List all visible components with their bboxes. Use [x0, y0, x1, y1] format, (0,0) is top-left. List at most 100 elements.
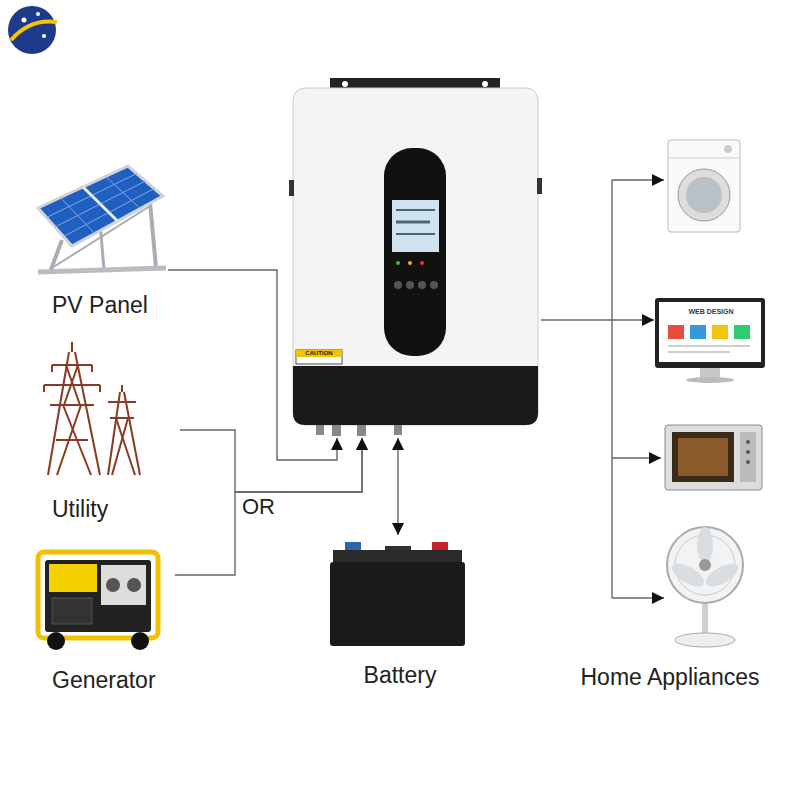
hybrid-inverter-part: [392, 200, 439, 252]
electric-fan-part: [697, 527, 713, 563]
electric-fan: [667, 527, 743, 647]
solar-panel: [38, 166, 166, 272]
power-tower-part: [64, 365, 78, 405]
electric-fan-part: [699, 559, 711, 571]
generator-part: [45, 560, 151, 632]
appliance-wiring-part: [611, 180, 612, 598]
utility-node: Utility: [30, 336, 180, 524]
power-tower-part: [112, 418, 128, 475]
component-label: Utility: [52, 496, 108, 522]
monitor-part: [655, 298, 765, 368]
or-label: OR: [242, 494, 275, 519]
power-connector: [541, 319, 654, 320]
power-tower-part: [110, 417, 134, 419]
monitor: [655, 298, 765, 383]
hybrid-inverter-part: [332, 425, 341, 436]
monitor-part: [734, 325, 750, 339]
microwave-part: [746, 440, 750, 444]
hybrid-inverter-part: [396, 261, 400, 265]
hybrid-inverter-part: [293, 366, 538, 425]
washing-machine-part: [686, 177, 722, 213]
battery-part: [330, 562, 465, 646]
generator-part: [52, 598, 92, 624]
power-connector: [397, 438, 398, 535]
power-tower-part: [108, 392, 120, 475]
hybrid-inverter: [289, 78, 542, 436]
hybrid-inverter-part: [406, 281, 414, 289]
hybrid-inverter-part: [342, 81, 348, 87]
microwave-part: [665, 425, 762, 490]
microwave-part: [746, 460, 750, 464]
battery-part: [333, 550, 462, 564]
solar-panel-part: [55, 181, 146, 227]
microwave-part: [672, 432, 734, 482]
power-tower-part: [108, 401, 136, 403]
hybrid-inverter-part: [289, 180, 294, 196]
power-connector: [168, 270, 337, 460]
brand-logo-part: [11, 21, 57, 40]
hybrid-inverter-part: [316, 425, 324, 435]
battery-node: Battery: [322, 535, 478, 690]
power-tower-part: [56, 439, 88, 441]
monitor-part: [686, 377, 734, 383]
hybrid-inverter-part: [394, 425, 402, 435]
caution-label: CAUTION: [296, 350, 342, 357]
screen-text: WEB DESIGN: [688, 308, 733, 316]
power-tower-part: [50, 404, 94, 406]
hybrid-inverter-part: [482, 81, 488, 87]
generator-part: [106, 578, 120, 592]
monitor-part: [668, 351, 730, 353]
appliance-wiring: [612, 180, 664, 598]
power-tower-part: [52, 364, 92, 366]
microwave-part: [746, 450, 750, 454]
solar-panel-part: [150, 202, 156, 268]
microwave-part: [678, 438, 728, 476]
hybrid-inverter-part: [408, 261, 412, 265]
hybrid-inverter-part: [537, 178, 542, 194]
hybrid-inverter-part: [357, 425, 366, 436]
hybrid-inverter-part: [384, 148, 446, 356]
generator-part: [38, 552, 158, 638]
brand-logo: [8, 6, 57, 54]
monitor-part: [668, 345, 750, 347]
appliance-wiring-part: [612, 179, 664, 180]
power-tower-part: [99, 385, 101, 392]
power-tower-part: [71, 342, 73, 352]
hybrid-inverter-part: [396, 209, 435, 211]
power-connector: [180, 430, 362, 492]
generator-part: [47, 632, 65, 650]
brand-logo-part: [36, 12, 40, 16]
generator: [38, 552, 158, 650]
pv-panel-node: PV Panel: [28, 158, 168, 320]
appliance-wiring-part: [612, 457, 661, 458]
electric-fan-part: [675, 633, 735, 647]
power-tower: [44, 342, 140, 475]
hybrid-inverter-part: [396, 233, 435, 235]
power-connector: [175, 438, 362, 575]
solar-panel-part: [38, 268, 166, 272]
power-tower-part: [91, 365, 93, 372]
monitor-part: [690, 325, 706, 339]
solar-panel-part: [106, 177, 141, 209]
monitor-node: WEB DESIGN: [654, 296, 768, 382]
hybrid-inverter-part: [293, 88, 538, 425]
hybrid-inverter-part: [420, 261, 424, 265]
generator-part: [127, 578, 141, 592]
power-tower-part: [66, 365, 80, 405]
component-label: Battery: [364, 662, 437, 688]
solar-panel-part: [83, 187, 118, 221]
generator-part: [101, 565, 146, 605]
electric-fan-part: [667, 527, 743, 603]
microwave-part: [740, 432, 756, 482]
monitor-part: [712, 325, 728, 339]
hybrid-inverter-part: [396, 221, 430, 224]
solar-panel-part: [38, 166, 163, 246]
brand-logo-part: [42, 34, 46, 38]
hybrid-inverter-part: [296, 350, 342, 364]
washing-machine-part: [668, 158, 740, 159]
monitor-part: [700, 367, 720, 378]
microwave: [665, 425, 762, 490]
power-tower-part: [121, 385, 123, 392]
inverter-node: CAUTION: [290, 78, 541, 438]
hybrid-inverter-part: [394, 281, 402, 289]
